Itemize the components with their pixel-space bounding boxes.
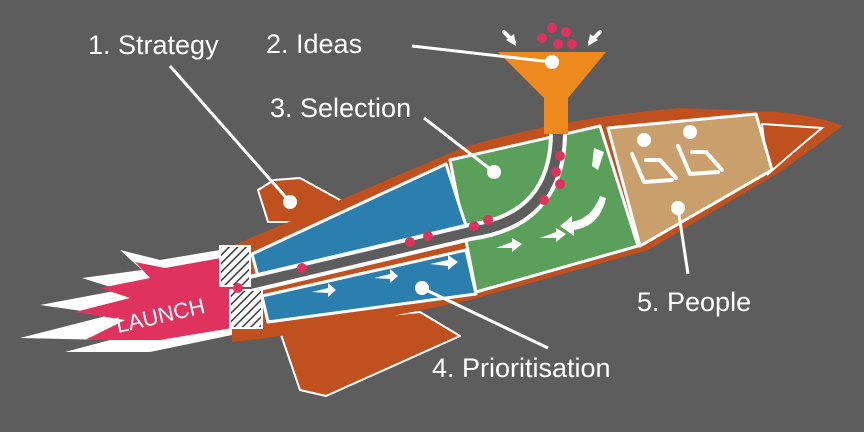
seated-person-icon [630, 125, 724, 184]
label-people: 5. People [637, 287, 752, 317]
leader-lines [168, 44, 690, 350]
people-section [606, 112, 774, 248]
label-selection: 3. Selection [270, 93, 412, 123]
label-strategy: 1. Strategy [88, 30, 219, 60]
prioritisation-section [260, 248, 478, 324]
funnel-icon [498, 52, 606, 134]
leader-dots [283, 55, 685, 295]
idea-dots [233, 23, 577, 293]
arrow-icon [312, 148, 606, 297]
label-prioritisation: 4. Prioritisation [432, 353, 611, 383]
label-ideas: 2. Ideas [266, 29, 363, 59]
flame-core [75, 256, 232, 340]
hatch-pattern-icon [219, 245, 251, 287]
